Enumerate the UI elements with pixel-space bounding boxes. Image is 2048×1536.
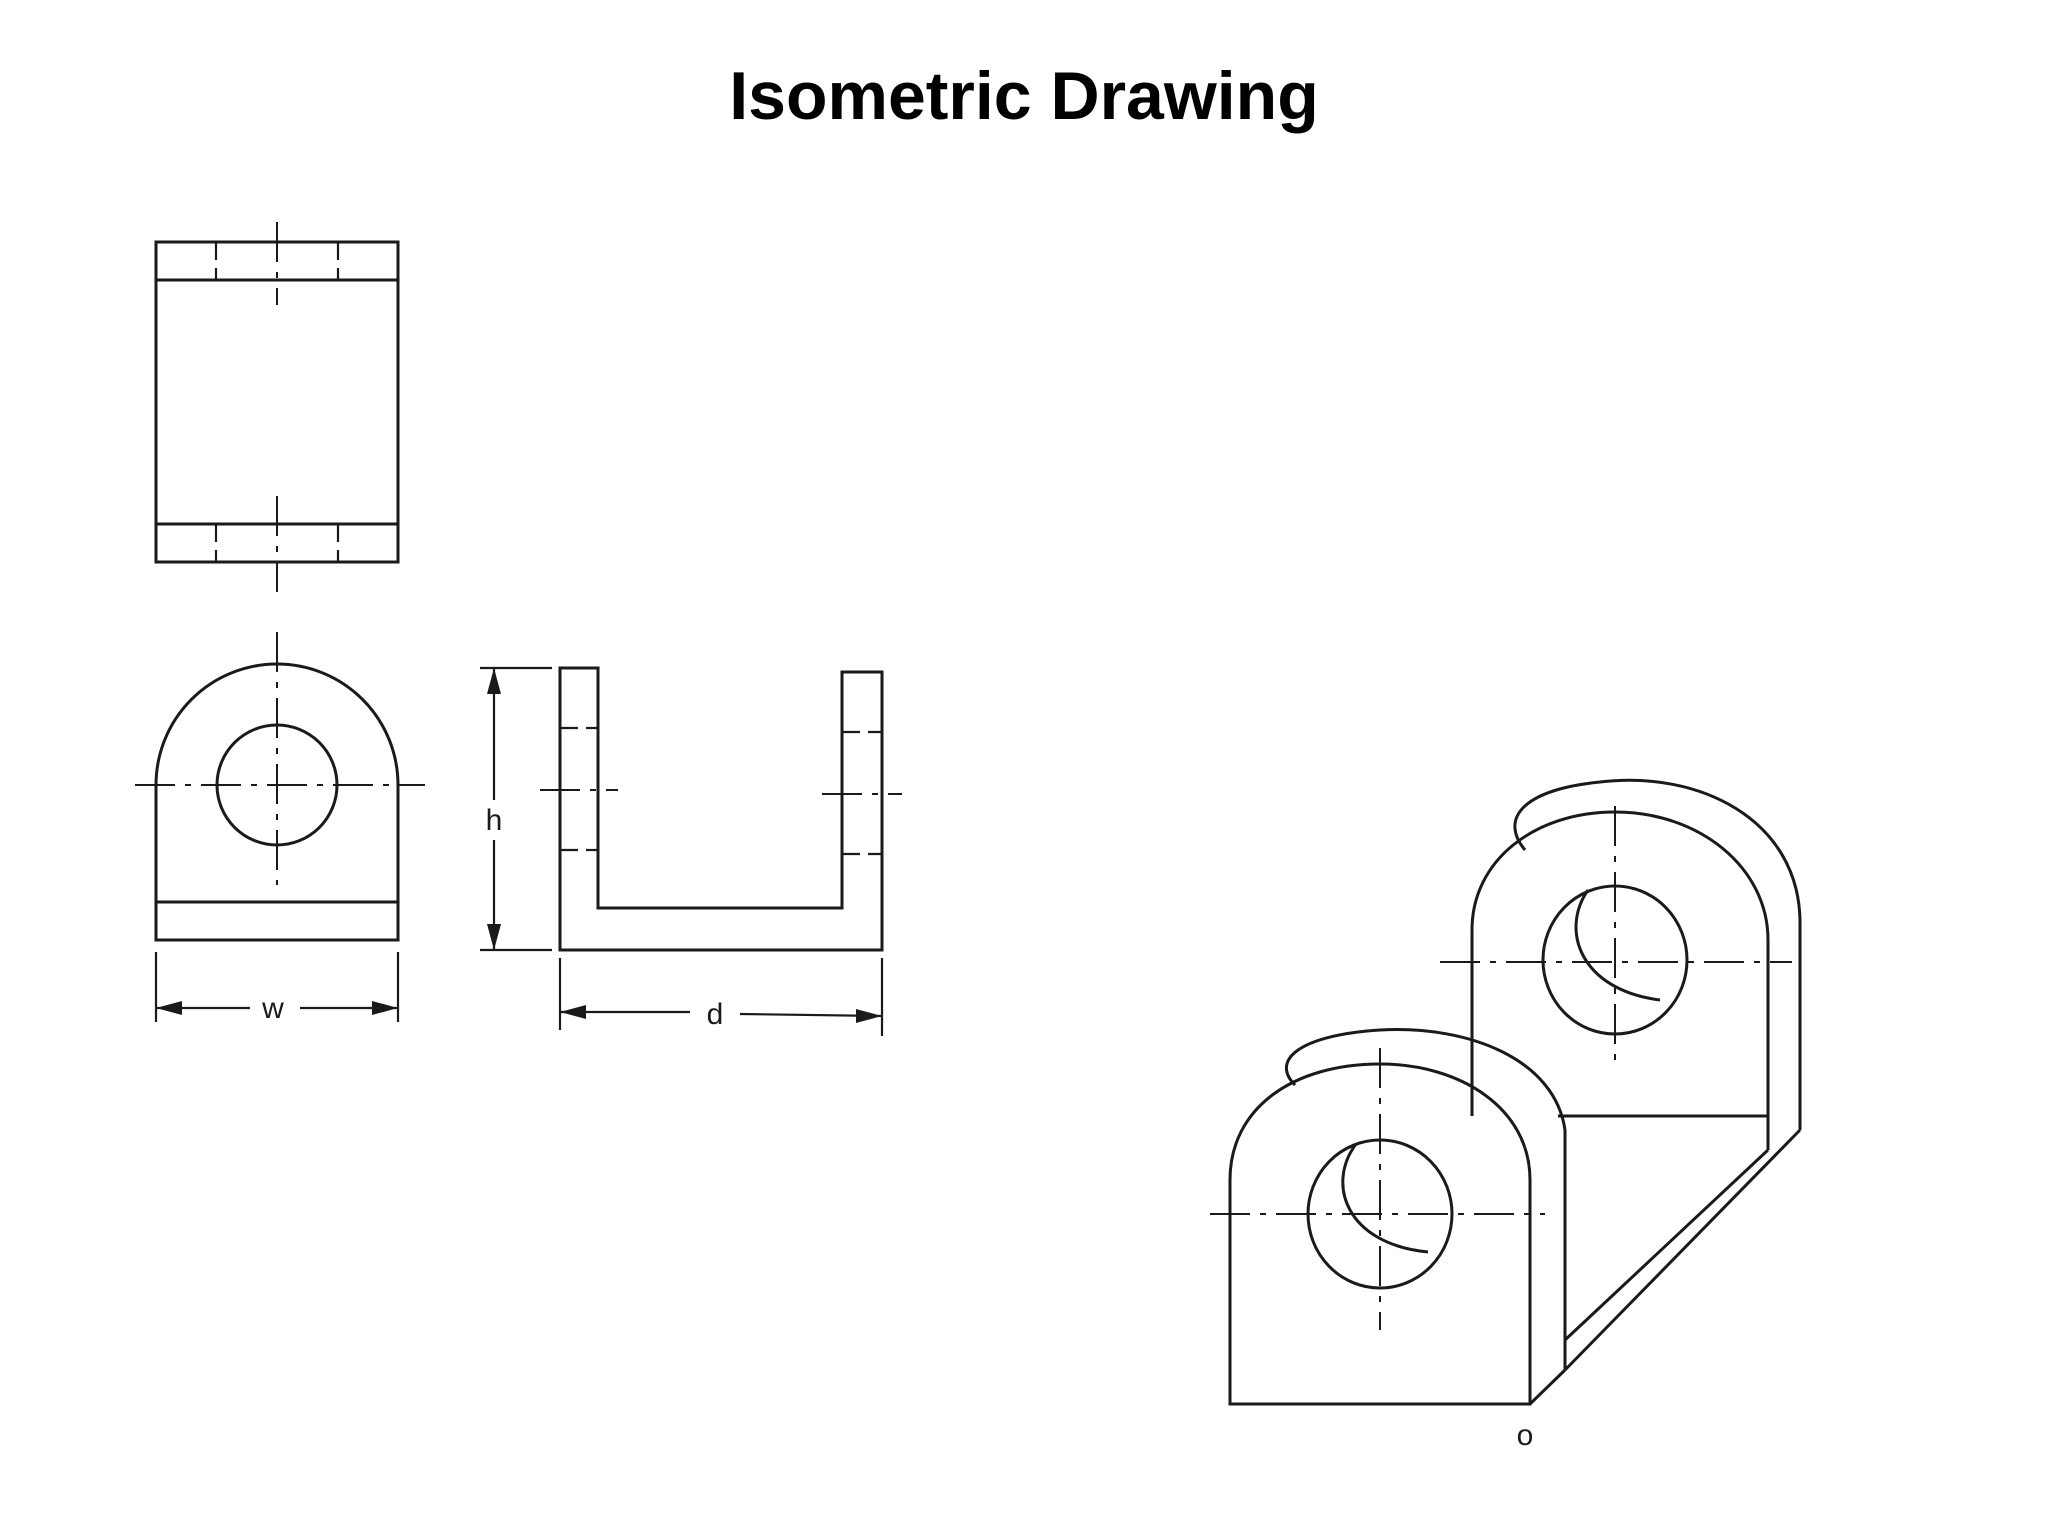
side-view-outline (558, 666, 884, 952)
top-view (154, 222, 400, 592)
iso-front-corner-edge (1528, 1368, 1567, 1406)
iso-back-rear-arc (1513, 778, 1802, 1130)
iso-base-outer-edge (1563, 1128, 1802, 1372)
height-arrow (487, 924, 501, 950)
iso-base-inner-edge (1563, 1148, 1770, 1342)
width-label: w (261, 992, 284, 1025)
depth-arrow (856, 1009, 882, 1023)
iso-front-hole-inner (1341, 1143, 1429, 1254)
front-view: w (135, 632, 425, 1025)
iso-front-rear-arc (1284, 1028, 1567, 1370)
height-arrow (487, 668, 501, 694)
width-arrow (156, 1001, 182, 1015)
isometric-view: o (1210, 778, 1802, 1452)
width-arrow (372, 1001, 398, 1015)
iso-back-hole-inner (1574, 889, 1661, 1002)
depth-label: d (707, 998, 724, 1031)
depth-arrow (560, 1005, 586, 1019)
height-label: h (486, 804, 503, 837)
side-view: h d (480, 666, 902, 1036)
front-view-outline (154, 662, 400, 942)
iso-back-front-face (1470, 810, 1770, 1150)
slide-title: Isometric Drawing (729, 58, 1319, 134)
iso-origin-label: o (1517, 1419, 1534, 1452)
